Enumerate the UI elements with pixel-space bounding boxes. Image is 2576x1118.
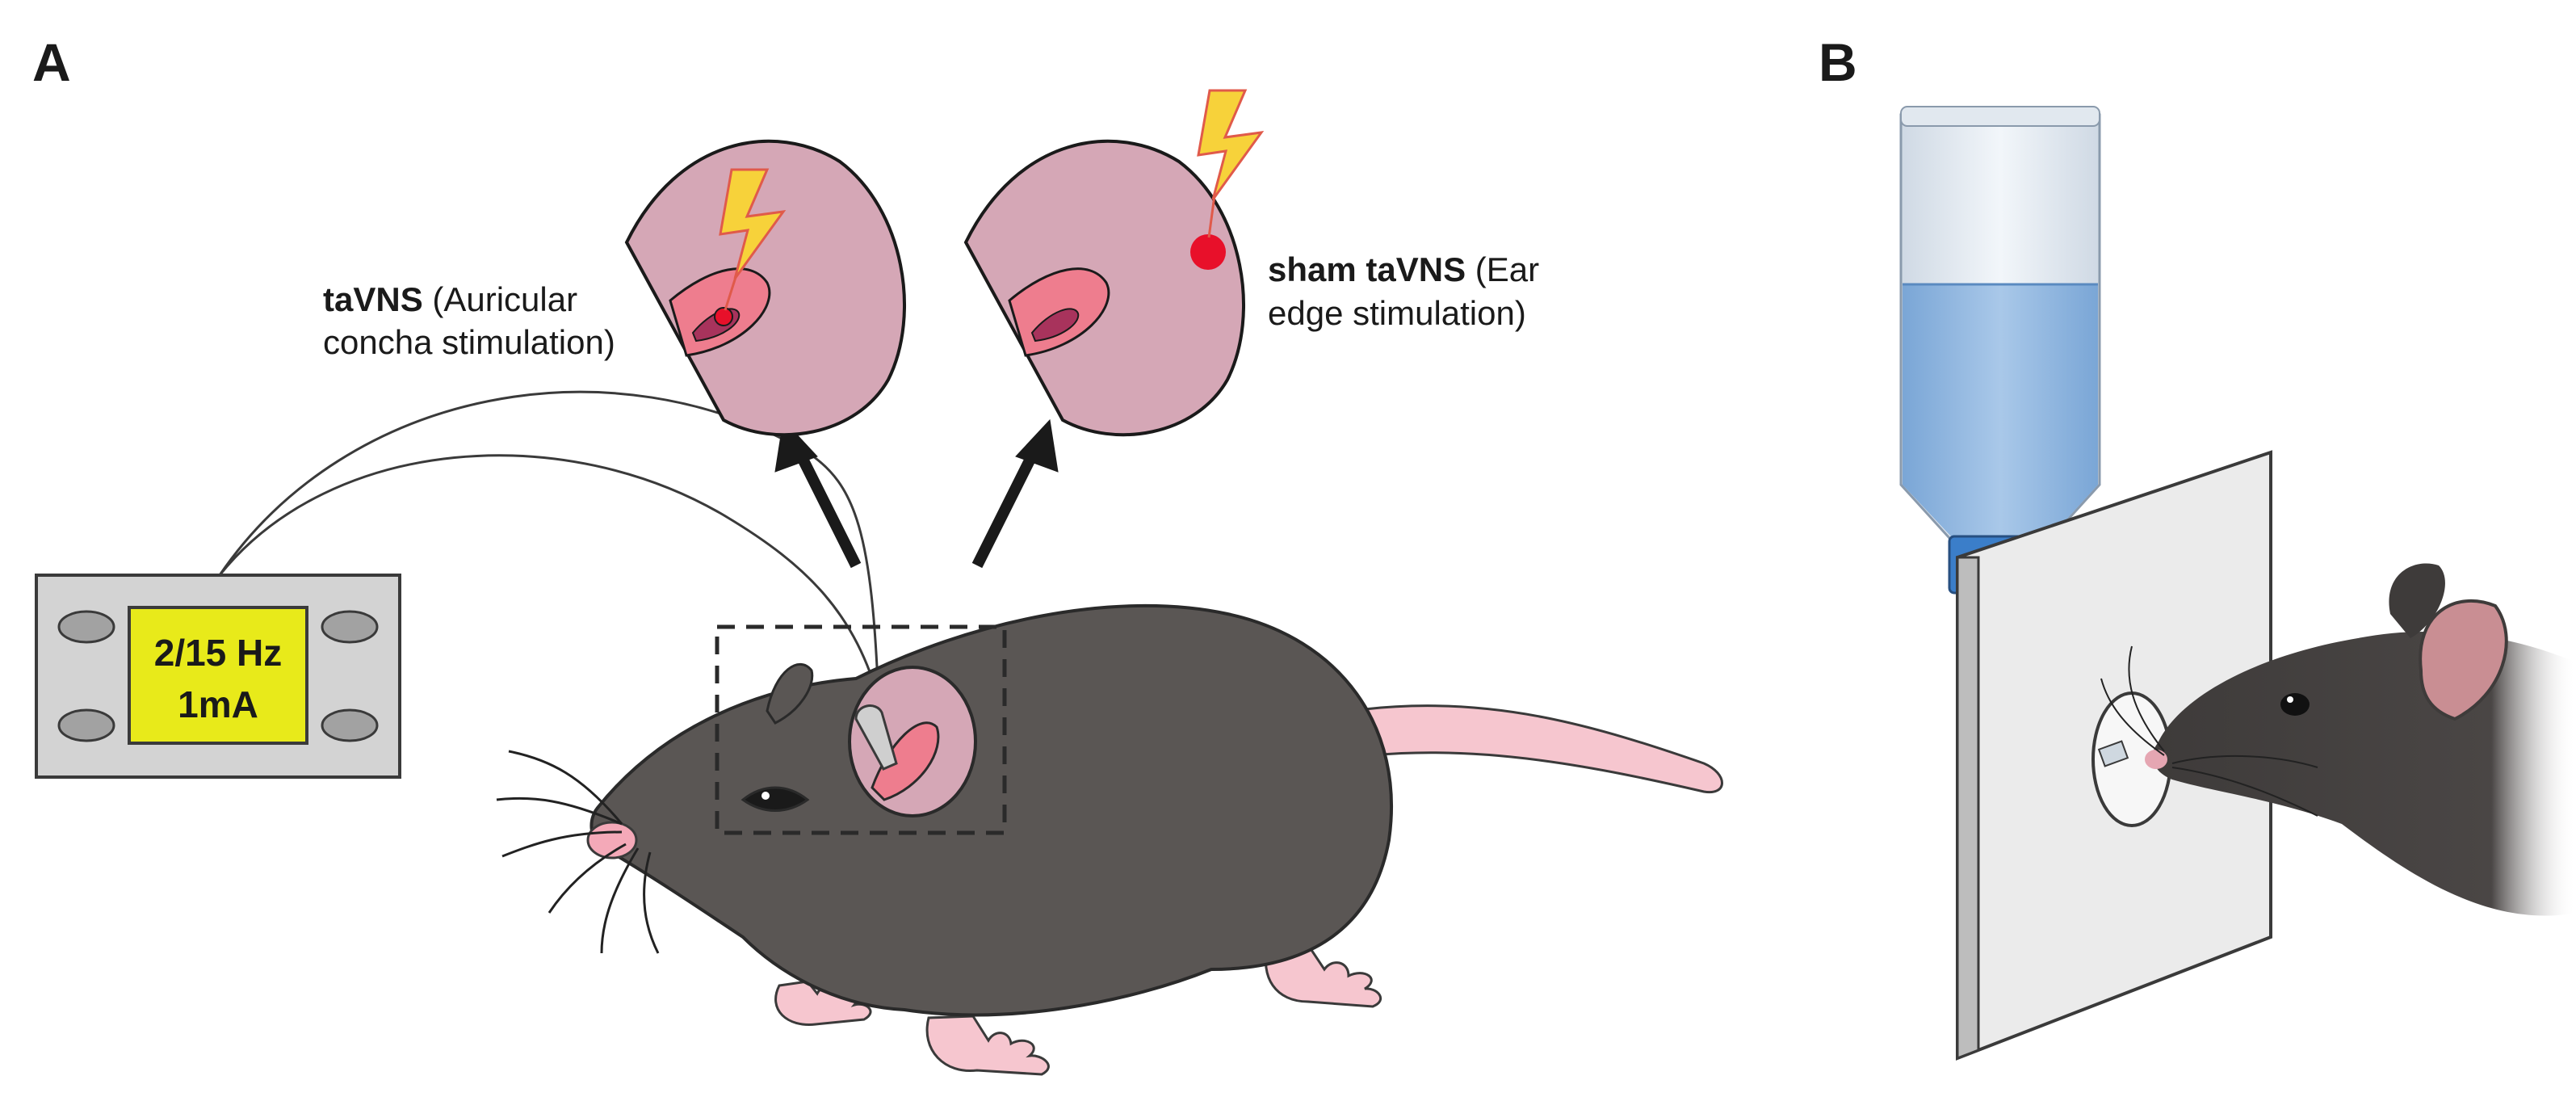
mouse-b-nose	[2145, 750, 2167, 769]
zoom-arrows	[774, 418, 1059, 569]
lightning-icon-sham	[1197, 89, 1265, 200]
stimulator-knob-bottom-left	[57, 708, 115, 742]
sham-caption-bold: sham taVNS	[1268, 250, 1466, 288]
stimulator-display	[128, 606, 308, 745]
ear-inset-sham	[963, 89, 1265, 437]
stim-point-ear-edge	[1190, 234, 1226, 270]
cage-wall	[1956, 450, 2272, 1061]
ear-inset-sham-canal	[1030, 308, 1080, 343]
mouse-tail	[1363, 704, 1723, 794]
mouse-illustration	[496, 603, 1723, 1076]
stim-point-concha	[714, 307, 733, 326]
stimulator-knob-bottom-right	[321, 708, 379, 742]
mouse-hind-foot-2	[925, 1015, 1050, 1076]
sham-caption-line2: edge stimulation)	[1268, 294, 1526, 332]
stimulator-frequency: 2/15 Hz	[154, 632, 283, 674]
bottle-water	[1903, 284, 2098, 536]
ear-clip-electrode	[854, 704, 898, 771]
stimulator-device: 2/15 Hz 1mA	[35, 574, 401, 779]
stimulator-knob-top-right	[321, 610, 379, 644]
stimulator-current: 1mA	[178, 683, 258, 725]
mouse-hind-foot	[1264, 944, 1382, 1008]
ear-inset-tavns	[624, 139, 906, 437]
panel-b-label: B	[1819, 32, 1857, 92]
mouse-b-eye	[2280, 693, 2310, 716]
sham-caption-rest: (Ear	[1466, 250, 1539, 288]
mouse-drinking	[2100, 563, 2576, 916]
mouse-nose	[586, 821, 638, 860]
tavns-caption-line1: taVNS (Auricular	[323, 280, 577, 318]
mouse-ear-tuft	[766, 662, 814, 725]
stimulator-knob-top-left	[57, 610, 115, 644]
sham-caption-line1: sham taVNS (Ear	[1268, 250, 1539, 288]
tavns-caption-bold: taVNS	[323, 280, 423, 318]
tavns-caption-rest: (Auricular	[423, 280, 577, 318]
mouse-body	[589, 603, 1394, 1017]
tavns-caption-line2: concha stimulation)	[323, 323, 615, 361]
mouse-b-whiskers	[2100, 645, 2318, 817]
electrode-wires	[218, 390, 882, 705]
panel-a-label: A	[32, 32, 71, 92]
mouse-whiskers	[496, 750, 660, 954]
lightning-icon	[719, 168, 787, 280]
mouse-b-ear	[2419, 599, 2508, 721]
mouse-eye	[740, 786, 810, 812]
zoom-region-box	[715, 624, 1007, 835]
bottle-spout	[2097, 740, 2129, 767]
